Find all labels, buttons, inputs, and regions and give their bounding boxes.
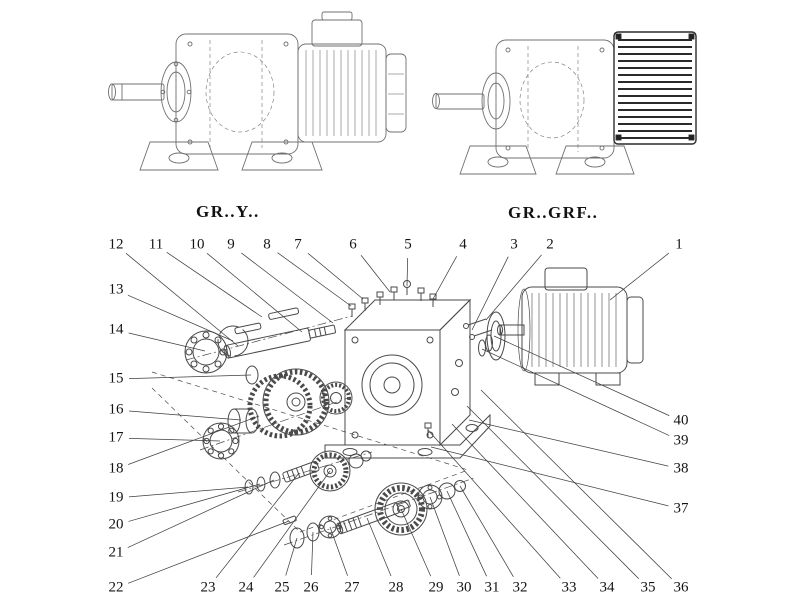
leader-line-17 (128, 438, 221, 442)
helical-gear-drum (247, 368, 330, 439)
leader-line-10 (206, 253, 303, 333)
leader-line-28 (366, 517, 392, 577)
leader-line-38 (468, 419, 669, 467)
leader-line-14 (128, 332, 206, 352)
leader-line-15 (128, 374, 252, 379)
shaft-key (268, 307, 300, 320)
leader-line-7 (307, 253, 364, 300)
roller-sleeve (227, 408, 259, 434)
leader-line-13 (127, 294, 234, 342)
leader-line-12 (125, 253, 239, 347)
leader-line-26 (311, 531, 314, 576)
motor-bolts-washers (463, 318, 493, 357)
output-gear (374, 482, 428, 536)
leader-line-21 (127, 479, 275, 548)
leader-line-36 (480, 389, 673, 580)
leader-line-9 (241, 252, 334, 324)
pinion-gear-small (319, 381, 353, 415)
exploded-view (151, 267, 644, 549)
leader-line-4 (432, 256, 458, 300)
ball-bearing-large (184, 330, 228, 374)
leader-line-5 (406, 257, 409, 287)
leader-line-19 (128, 486, 249, 498)
electric-motor (497, 267, 644, 386)
leader-line-37 (430, 446, 669, 507)
leader-line-2 (485, 254, 542, 321)
leader-line-22 (127, 520, 290, 584)
grf-cover (613, 31, 697, 145)
gearmotor-drawing-grf (432, 31, 697, 175)
snap-ring (217, 325, 249, 357)
output-rings (289, 515, 342, 549)
input-pinion-shaft (223, 307, 337, 359)
leader-line-32 (459, 485, 514, 577)
leader-line-29 (400, 508, 432, 577)
leader-line-27 (329, 526, 348, 576)
ball-bearing-medium (202, 422, 240, 460)
leader-line-33 (427, 429, 561, 579)
gear-housing (324, 298, 491, 459)
motor-terminal-box (544, 267, 588, 291)
leader-line-8 (277, 252, 352, 307)
leader-line-31 (446, 490, 487, 577)
intermediate-gear (309, 450, 372, 492)
leader-line-39 (481, 348, 670, 436)
leader-line-11 (166, 251, 263, 318)
leader-line-16 (128, 410, 242, 421)
leader-line-20 (128, 483, 261, 522)
leader-line-34 (451, 423, 599, 579)
leader-line-25 (285, 537, 298, 576)
leader-line-1 (609, 252, 670, 301)
leader-line-23 (215, 472, 300, 579)
variant-label-gry: GR..Y.. (196, 202, 260, 221)
leader-line-24 (253, 470, 331, 578)
leader-line-35 (466, 405, 640, 580)
leader-line-40 (493, 335, 670, 416)
leader-line-3 (471, 256, 509, 331)
leader-lines (125, 251, 673, 584)
base-bolt (424, 422, 432, 438)
leader-line-18 (128, 415, 260, 465)
housing-cover-bolts (348, 280, 437, 317)
gearmotor-drawing-gry (108, 11, 407, 171)
output-bearing-rings (417, 480, 466, 510)
leader-line-6 (360, 254, 391, 293)
motor-flange (486, 311, 506, 361)
leader-line-30 (429, 496, 460, 576)
output-shaft (336, 499, 411, 535)
variant-label-grf: GR..GRF.. (508, 203, 599, 222)
shaft-key (234, 322, 262, 335)
